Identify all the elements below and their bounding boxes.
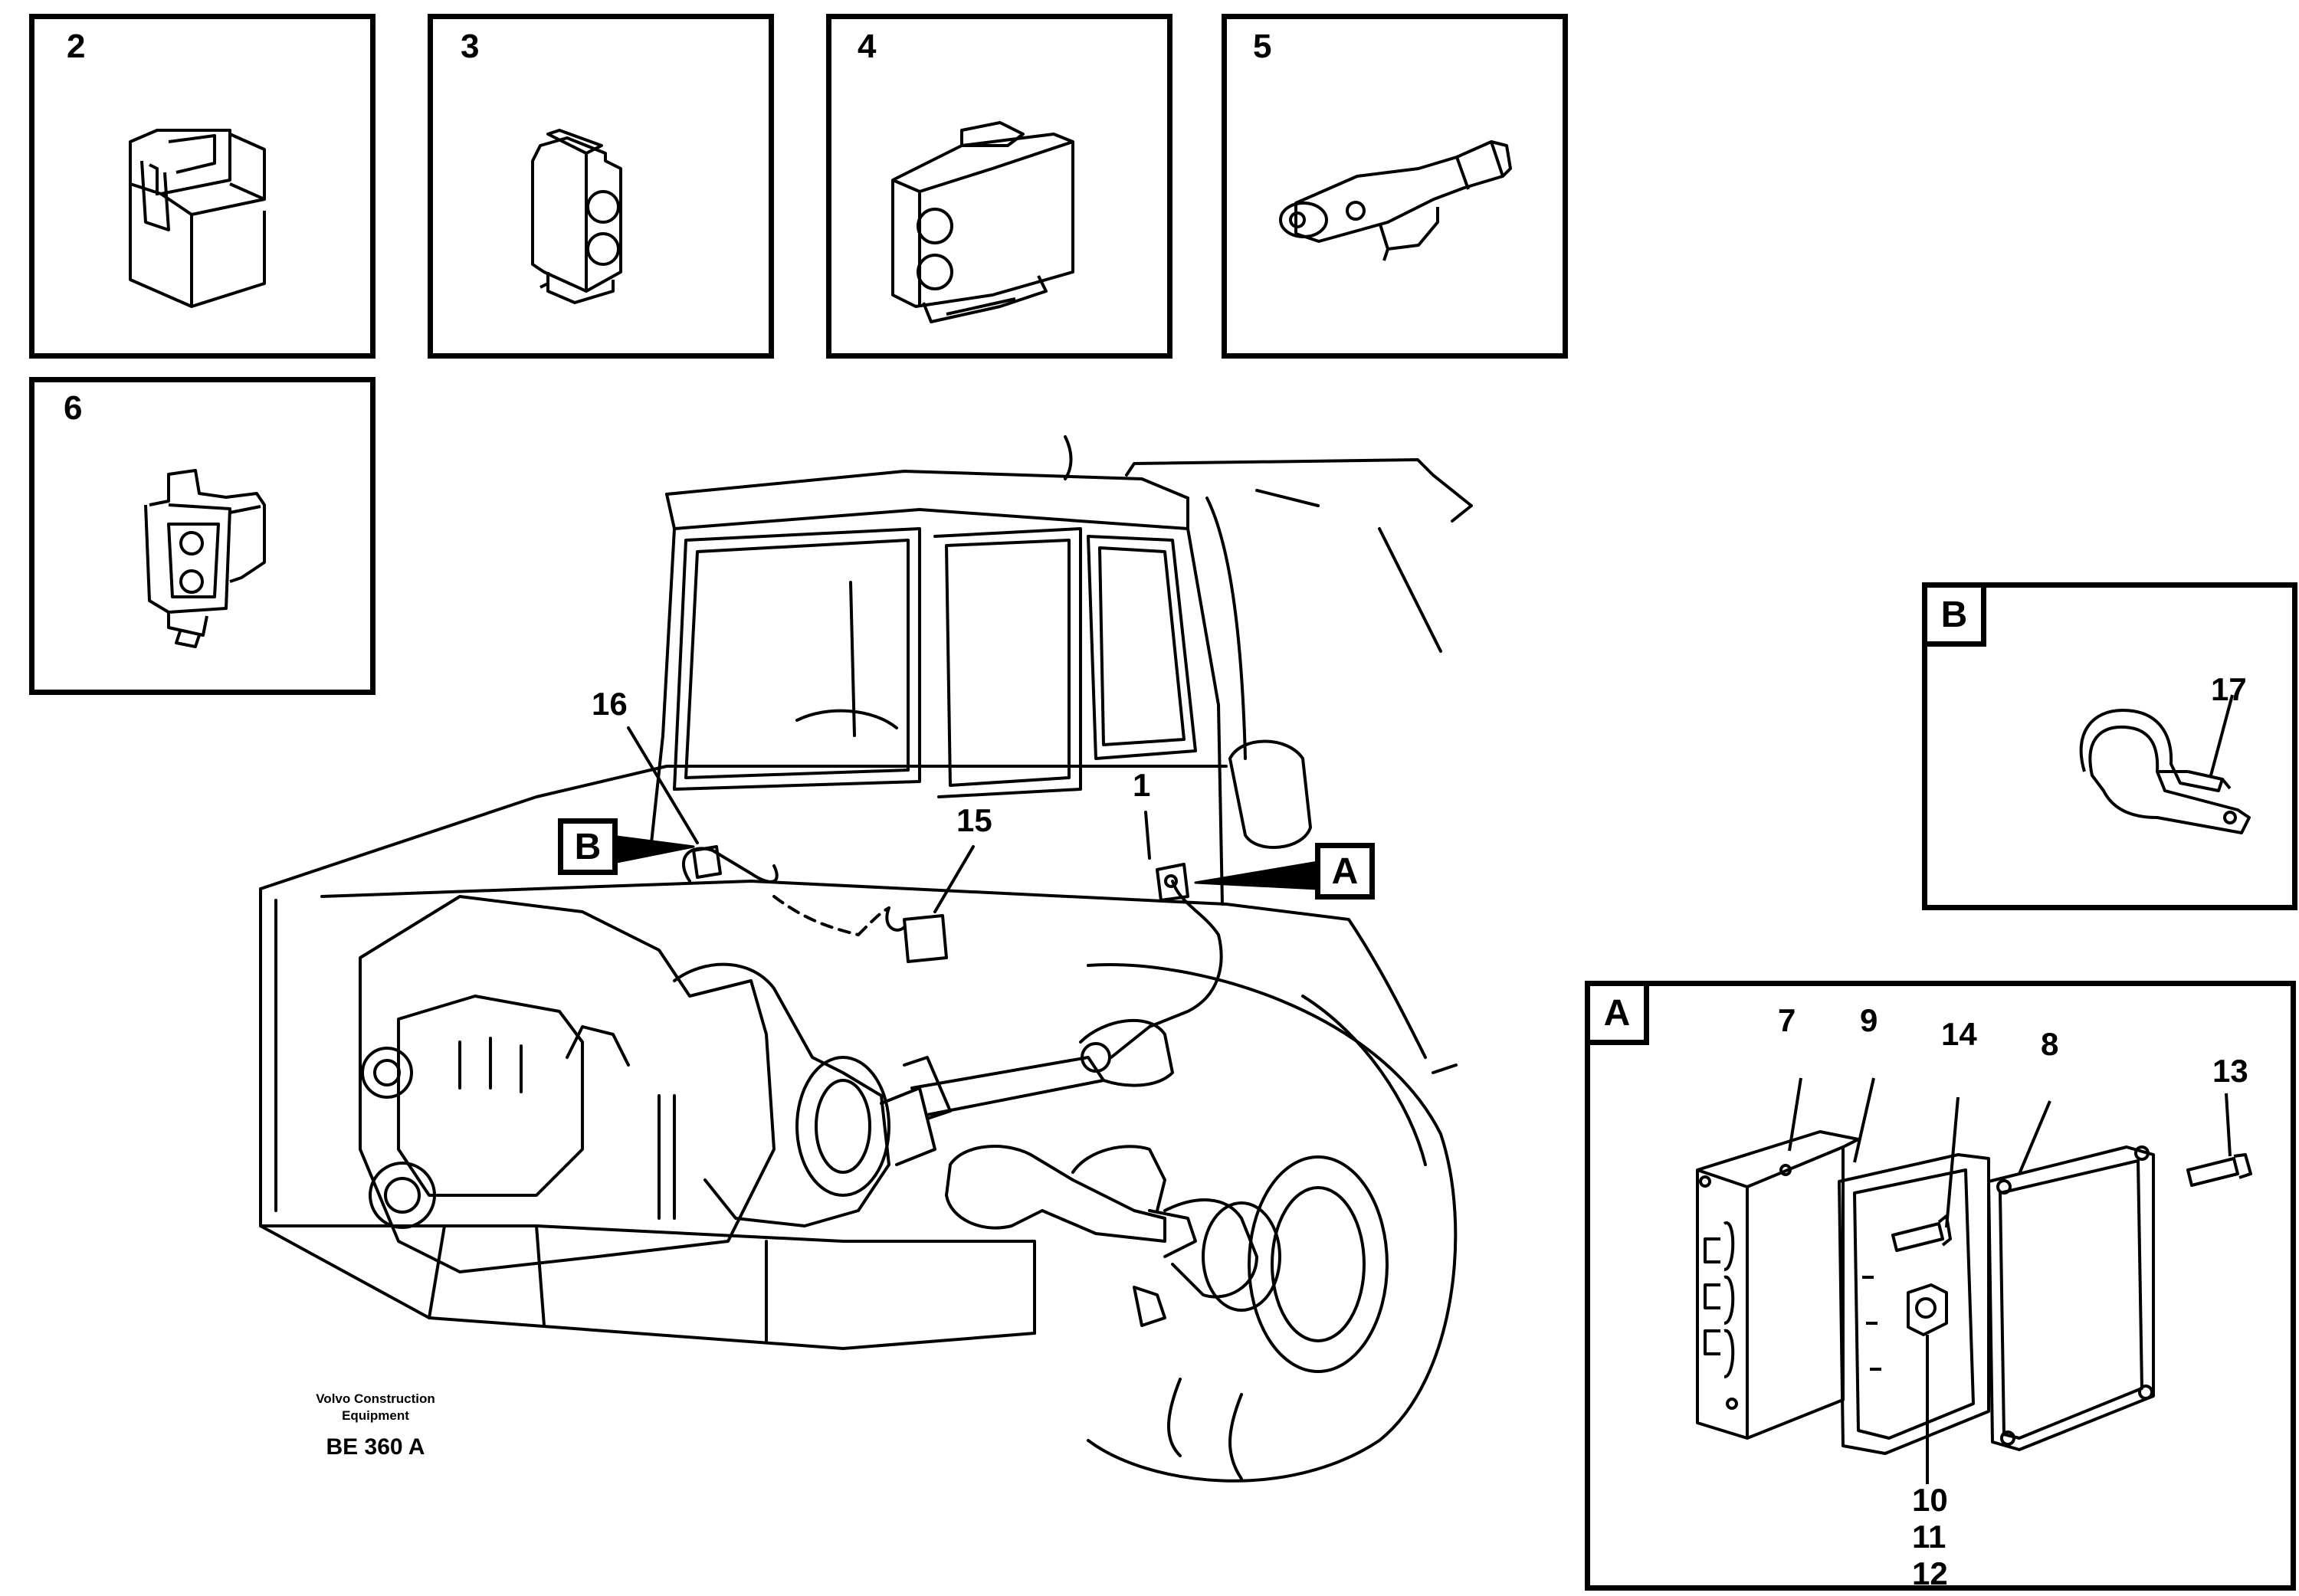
p-clamp-icon bbox=[2079, 694, 2251, 834]
square-connector-housing-icon bbox=[129, 129, 266, 308]
callout-9: 9 bbox=[1860, 1002, 1878, 1038]
brand-line-2: Equipment bbox=[342, 1408, 409, 1423]
control-unit-box-exploded-icon bbox=[1696, 1077, 2252, 1484]
callout-13: 13 bbox=[2212, 1053, 2248, 1089]
panel-number: 3 bbox=[461, 28, 480, 65]
detail-panel-4: 4 bbox=[826, 14, 1172, 359]
drawing-code: BE 360 A bbox=[326, 1434, 425, 1460]
detail-panel-2: 2 bbox=[29, 14, 376, 359]
detail-b-label: B bbox=[1922, 582, 1986, 647]
callout-1: 1 bbox=[1133, 767, 1151, 803]
detail-a-label: A bbox=[1585, 981, 1649, 1045]
two-pin-connector-icon bbox=[531, 129, 622, 304]
callout-14: 14 bbox=[1941, 1016, 1977, 1052]
detail-a-panel: A 7 9 14 8 13 10 11 12 bbox=[1585, 981, 2296, 1591]
panel-number: 6 bbox=[64, 389, 83, 427]
brand-line-1: Volvo Construction bbox=[316, 1391, 435, 1406]
detail-b-panel: B 17 bbox=[1922, 582, 2297, 910]
panel-number: 4 bbox=[858, 28, 877, 65]
detail-panel-5: 5 bbox=[1222, 14, 1568, 359]
callout-12: 12 bbox=[1912, 1555, 1948, 1591]
panel-number: 5 bbox=[1253, 28, 1272, 65]
callout-17: 17 bbox=[2211, 671, 2247, 707]
callout-7: 7 bbox=[1778, 1002, 1796, 1038]
detail-panel-3: 3 bbox=[428, 14, 774, 359]
cable-plug-boot-icon bbox=[1279, 140, 1512, 261]
callout-8: 8 bbox=[2041, 1026, 2059, 1062]
connector-clip-icon bbox=[144, 469, 266, 648]
two-pin-connector-with-latch-icon bbox=[891, 121, 1074, 323]
callout-11: 11 bbox=[1912, 1519, 1946, 1555]
callout-16: 16 bbox=[592, 686, 628, 722]
pointer-label-b: B bbox=[558, 818, 618, 875]
detail-panel-6: 6 bbox=[29, 377, 376, 695]
callout-15: 15 bbox=[956, 802, 992, 838]
pointer-label-a: A bbox=[1315, 843, 1375, 900]
callout-10: 10 bbox=[1912, 1482, 1948, 1518]
panel-number: 2 bbox=[67, 28, 86, 65]
